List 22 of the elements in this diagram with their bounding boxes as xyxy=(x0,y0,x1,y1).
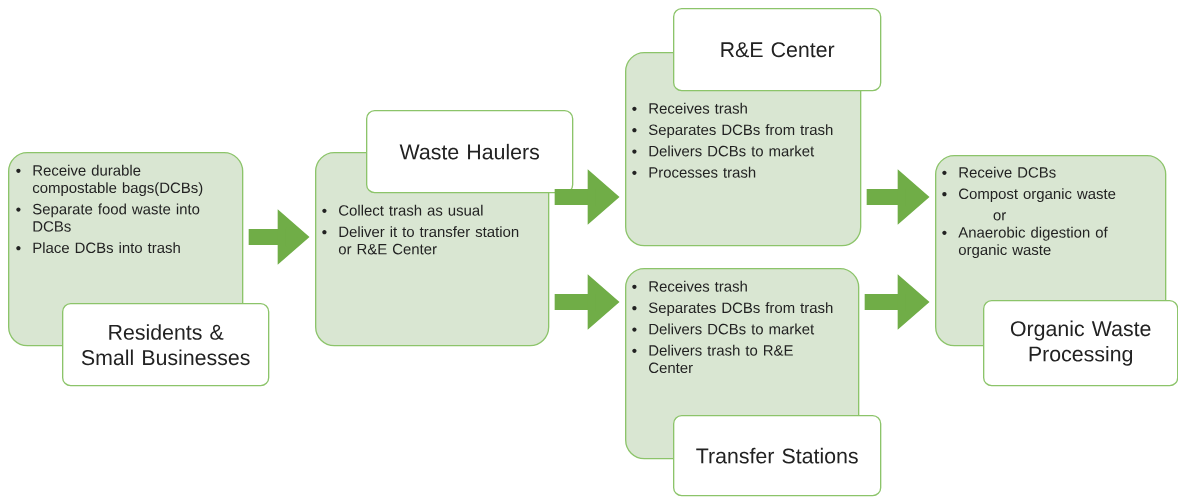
title-box: Transfer Stations xyxy=(673,415,882,497)
node-label: or xyxy=(993,212,1006,221)
bullet-list: Collect trash as usual Deliver it to transfer station or R&E Center xyxy=(322,204,519,255)
node-label: Delivers DCBs to market xyxy=(649,323,815,335)
bullet-list: Receive DCBs Compost organic waste or Anaerobic digestion of organic waste xyxy=(942,166,1116,259)
title-box: Residents & Small Businesses xyxy=(62,303,270,387)
bullet-list: Receive durable compostable bags(DCBs) Separate food waste into DCBs Place DCBs into trash xyxy=(16,164,203,254)
node-label: Receive DCBs xyxy=(959,166,1056,178)
title-box: Organic Waste Processing xyxy=(983,300,1178,387)
node-label: Receives trash xyxy=(649,102,747,114)
node-label: Delivers trash to R&E Center xyxy=(649,344,793,374)
node-label: Anaerobic digestion of organic waste xyxy=(958,226,1108,259)
node-label: Delivers DCBs to market xyxy=(649,145,815,157)
node-label: Separates DCBs from trash xyxy=(648,302,833,317)
bullet-list: Receives trash Separates DCBs from trash Delivers DCBs to market Delivers trash to R&E Center xyxy=(632,280,833,374)
node-label: Separates DCBs from trash xyxy=(648,124,833,139)
title-box: R&E Center xyxy=(673,8,882,92)
node-label: Compost organic waste xyxy=(959,188,1116,203)
bullet-list: Receives trash Separates DCBs from trash Delivers DCBs to market Processes trash xyxy=(632,102,833,178)
node-label: Receives trash xyxy=(649,280,747,292)
title-box: Waste Haulers xyxy=(366,110,574,194)
node-label: Processes trash xyxy=(649,166,756,178)
